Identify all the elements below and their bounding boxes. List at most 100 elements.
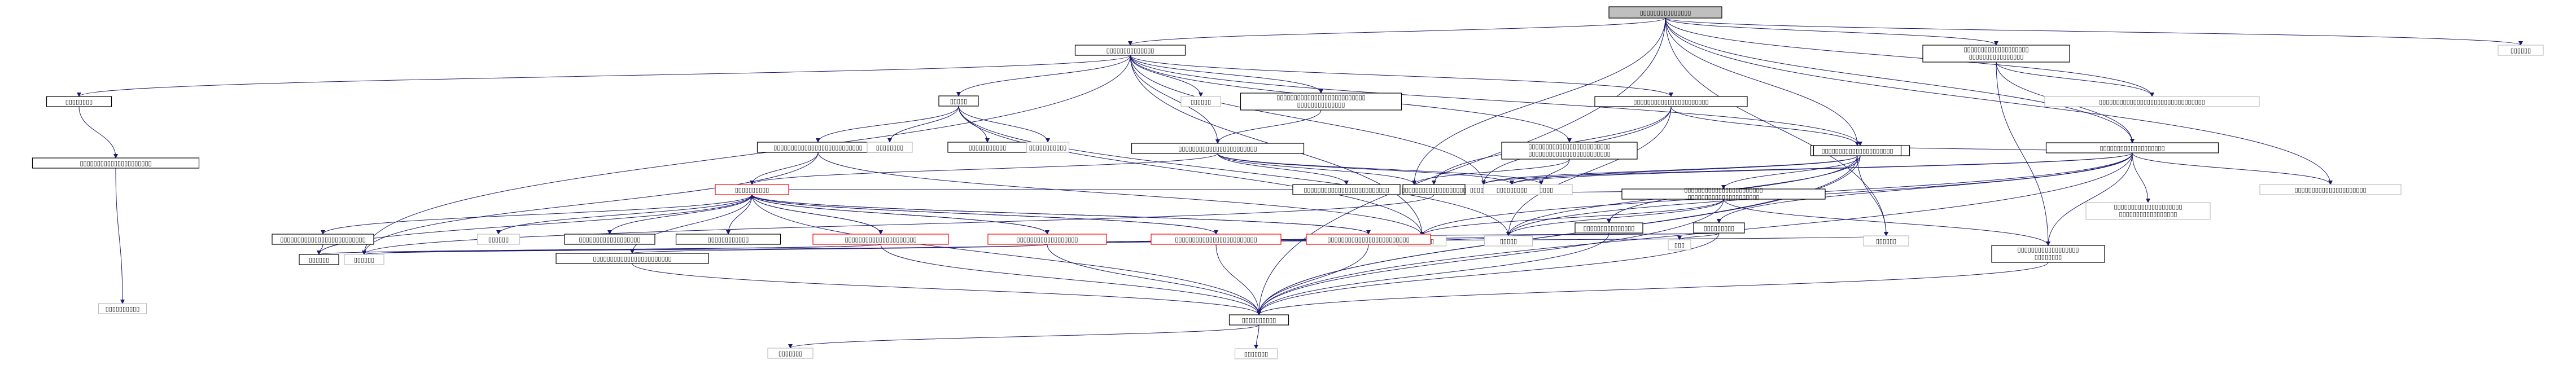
- edge-n36-n26: [1507, 231, 1720, 236]
- edge-n20-n28: [1510, 155, 1858, 185]
- edge-n43-n48: [630, 244, 1048, 254]
- edge-n48-n52: [632, 263, 1261, 315]
- node-box: [1863, 235, 1909, 247]
- graph-node-n9[interactable]: ▯▯▯▯▯▯▯▯▯▯▯▯▯▯▯▯▯▯▯▯▯▯▯▯▯▯▯▯▯▯▯▯▯▯▯▯▯▯▯▯…: [1501, 142, 1638, 160]
- graph-node-n31[interactable]: ▯▯▯▯▯▯▯▯▯▯: [715, 184, 789, 195]
- node-label: ▯▯▯▯▯▯▯▯▯▯▯▯▯▯▯▯▯▯▯▯▯▯▯: [1684, 186, 1762, 194]
- graph-node-n37[interactable]: ▯▯▯: [1668, 239, 1691, 251]
- node-label: ▯▯▯▯▯▯▯▯▯▯▯▯▯▯▯: [1584, 225, 1635, 232]
- edge-n5-n26: [958, 106, 1511, 236]
- graph-node-n38[interactable]: ▯▯▯▯▯▯: [476, 234, 521, 245]
- node-box: [1621, 188, 1826, 200]
- graph-node-n11[interactable]: ▯▯▯▯▯▯▯▯▯▯▯▯▯▯▯▯▯▯▯▯▯▯▯▯▯▯▯▯▯▯▯: [2044, 96, 2260, 107]
- graph-node-n26[interactable]: ▯▯▯▯▯: [1484, 235, 1533, 247]
- edge-n1-n47: [362, 55, 1131, 255]
- graph-node-n44[interactable]: ▯▯▯▯▯▯▯▯▯▯▯▯▯▯▯▯▯▯▯▯▯▯▯▯: [1151, 234, 1282, 245]
- graph-node-n27[interactable]: ▯▯▯▯▯▯▯▯▯▯▯▯▯▯▯▯▯▯▯▯▯: [2259, 184, 2402, 195]
- node-box: [1234, 348, 1278, 359]
- node-box: [675, 234, 781, 245]
- graph-node-n46[interactable]: ▯▯▯▯▯▯: [299, 254, 339, 265]
- graph-node-n14[interactable]: ▯▯▯▯▯▯▯▯▯▯▯▯▯▯▯▯▯▯▯▯▯: [32, 157, 200, 169]
- node-box: [1292, 184, 1401, 195]
- graph-node-n40[interactable]: ▯▯▯▯▯▯▯▯▯▯▯▯: [675, 234, 781, 245]
- graph-node-n33[interactable]: ▯▯▯▯▯▯▯▯▯▯▯▯▯▯▯▯▯▯: [564, 234, 655, 245]
- node-label: ▯▯▯▯▯▯▯▯▯: [1704, 225, 1734, 232]
- graph-node-n13[interactable]: ▯▯▯▯▯▯▯▯▯▯▯▯▯▯▯▯▯▯▯▯▯▯▯: [1131, 143, 1305, 154]
- graph-node-n39[interactable]: ▯▯▯▯▯▯▯▯▯▯▯▯▯▯▯: [1575, 222, 1643, 234]
- node-box: [476, 234, 521, 245]
- node-box: [98, 303, 147, 314]
- graph-node-n5[interactable]: ▯▯▯▯▯: [938, 95, 979, 107]
- graph-node-n24[interactable]: ▯▯▯▯▯▯▯▯▯▯▯▯▯▯▯▯▯▯▯: [1401, 184, 1467, 195]
- edge-n9-n16: [1412, 159, 1570, 185]
- graph-node-n35[interactable]: ▯▯▯▯▯▯▯▯▯▯▯▯▯▯▯▯▯▯▯▯▯▯▯▯▯▯▯▯▯▯▯▯▯▯▯▯▯: [2085, 202, 2211, 220]
- graph-node-n52[interactable]: ▯▯▯▯▯▯▯▯▯▯: [1228, 314, 1289, 326]
- node-label: ▯▯▯▯▯▯▯▯▯▯▯▯▯▯▯▯▯: [2119, 210, 2177, 218]
- node-label: ▯▯▯▯▯▯▯▯▯▯▯▯▯▯▯▯▯▯▯▯▯▯▯▯▯: [280, 236, 365, 243]
- graph-node-n4[interactable]: ▯▯▯▯▯▯▯▯: [46, 96, 112, 107]
- node-label: ▯▯▯▯▯▯▯▯▯▯▯▯▯▯▯▯▯▯▯: [1963, 46, 2028, 53]
- node-box: [2085, 202, 2211, 220]
- node-box: [1608, 6, 1722, 19]
- node-label: ▯▯▯▯▯▯▯▯▯: [1497, 186, 1527, 194]
- node-label: ▯▯▯▯▯▯▯▯▯▯▯▯▯▯▯▯▯▯▯▯▯: [1821, 147, 1893, 155]
- graph-node-n17[interactable]: ▯▯▯▯▯▯▯▯▯▯▯: [947, 142, 1027, 153]
- edge-root-n20: [1665, 17, 1860, 146]
- node-box: [344, 254, 384, 265]
- node-label: ▯▯▯▯▯▯: [1191, 98, 1211, 106]
- graph-node-root[interactable]: ▯▯▯▯▯▯▯▯▯▯▯▯▯▯▯: [1608, 6, 1722, 19]
- node-label: ▯▯▯▯▯▯▯▯▯▯▯▯▯▯▯: [1640, 9, 1691, 16]
- graph-node-n43[interactable]: ▯▯▯▯▯▯▯▯▯▯▯▯▯▯▯▯▯▯: [987, 234, 1107, 245]
- graph-node-n2[interactable]: ▯▯▯▯▯▯▯▯▯▯▯▯▯▯▯▯▯▯▯▯▯▯▯▯▯▯▯▯▯▯▯▯▯▯▯: [1922, 45, 2070, 63]
- graph-node-n32[interactable]: ▯▯▯▯▯▯▯▯▯▯▯▯▯▯▯▯▯▯▯▯▯▯▯▯▯: [272, 234, 374, 245]
- node-box: [1131, 143, 1305, 154]
- graph-node-n6[interactable]: ▯▯▯▯▯▯: [1180, 96, 1221, 107]
- edge-n31-n40: [726, 194, 753, 235]
- node-box: [556, 253, 709, 264]
- node-box: [2498, 45, 2544, 56]
- graph-node-n15[interactable]: ▯▯▯▯▯▯▯▯▯▯▯▯▯▯▯▯▯▯▯▯▯▯▯▯▯▯: [756, 142, 880, 153]
- node-label: ▯▯▯▯▯▯▯▯▯▯▯▯▯▯▯▯▯▯▯: [2100, 144, 2164, 152]
- graph-node-n54[interactable]: ▯▯▯▯▯▯: [1863, 235, 1909, 247]
- graph-node-n22[interactable]: ▯▯▯▯▯▯▯▯▯▯▯▯▯▯▯▯▯▯▯▯▯▯▯▯▯▯▯▯▯▯▯▯▯▯▯▯▯▯▯▯…: [1621, 186, 1826, 201]
- node-label: ▯▯▯▯▯▯▯▯▯▯▯▯▯▯▯▯▯▯▯▯▯▯▯▯▯: [1304, 186, 1389, 194]
- graph-node-n36[interactable]: ▯▯▯▯▯▯▯▯▯: [1693, 222, 1745, 234]
- node-label: ▯▯▯▯▯▯▯▯▯▯: [735, 186, 769, 194]
- graph-node-n21[interactable]: ▯▯▯▯▯▯▯▯▯▯▯▯▯▯▯▯▯▯▯: [2045, 142, 2219, 153]
- node-box: [1813, 145, 1902, 156]
- graph-node-n8[interactable]: ▯▯▯▯▯▯▯▯▯▯▯▯▯▯▯▯▯▯▯▯▯▯: [1594, 96, 1748, 107]
- edge-n13-n31: [750, 153, 1218, 185]
- graph-node-n1[interactable]: ▯▯▯▯▯▯▯▯▯▯▯▯▯▯: [1074, 45, 1186, 56]
- edge-n1-n4: [77, 55, 1131, 97]
- graph-node-n50[interactable]: ▯▯▯▯▯▯▯: [1234, 348, 1278, 359]
- edge-n42-n47: [362, 244, 881, 255]
- edge-n45-n31: [750, 194, 1369, 235]
- edge-root-n52: [1257, 17, 1666, 315]
- graph-node-n18[interactable]: ▯▯▯▯▯▯▯▯: [867, 142, 913, 153]
- graph-node-n30[interactable]: ▯▯▯▯▯▯▯▯▯▯: [98, 303, 147, 314]
- graph-node-n28[interactable]: ▯▯▯▯▯▯▯▯▯: [1483, 184, 1541, 195]
- graph-node-n42[interactable]: ▯▯▯▯▯▯▯▯▯▯▯▯▯▯▯▯▯▯▯▯▯: [812, 234, 949, 245]
- edge-n5-n19: [958, 106, 1050, 143]
- graph-node-n49[interactable]: ▯▯▯▯▯▯▯: [767, 348, 814, 359]
- edge-n1-n6: [1130, 55, 1203, 97]
- graph-node-n34[interactable]: ▯▯▯▯▯▯▯▯▯▯▯▯▯▯▯▯▯▯▯▯▯▯▯▯▯▯: [1991, 245, 2105, 263]
- node-box: [767, 348, 814, 359]
- graph-node-n47[interactable]: ▯▯▯▯▯▯: [344, 254, 384, 265]
- graph-node-n19[interactable]: ▯▯▯▯▯▯▯▯▯▯▯: [1026, 142, 1070, 153]
- edge-n1-n5: [956, 55, 1131, 96]
- graph-node-n48[interactable]: ▯▯▯▯▯▯▯▯▯▯▯▯▯▯▯▯▯▯▯▯▯▯▯: [556, 253, 709, 264]
- node-label: ▯▯▯▯▯▯▯▯▯▯▯▯▯▯▯▯▯▯: [579, 236, 641, 243]
- graph-node-n29[interactable]: ▯▯▯▯▯▯▯▯▯▯▯▯▯▯▯▯▯▯▯▯▯▯▯▯▯: [1292, 184, 1401, 195]
- graph-node-n3[interactable]: ▯▯▯▯▯▯: [2498, 45, 2544, 56]
- graph-node-n7[interactable]: ▯▯▯▯▯▯▯▯▯▯▯▯▯▯▯▯▯▯▯▯▯▯▯▯▯▯▯▯▯▯▯▯▯▯▯▯▯▯▯▯: [1240, 93, 1402, 111]
- graph-node-n45[interactable]: ▯▯▯▯▯▯▯▯▯▯▯▯▯▯▯▯▯▯▯▯▯▯▯▯: [1306, 234, 1431, 245]
- node-label: ▯▯▯▯▯▯▯▯▯▯▯▯▯▯▯▯▯▯▯▯▯▯▯▯: [1327, 236, 1409, 243]
- node-label: ▯▯▯▯▯▯▯▯▯▯▯▯▯▯▯▯▯▯▯▯▯: [845, 236, 916, 243]
- node-label: ▯▯▯▯▯▯: [2511, 47, 2531, 54]
- graph-node-n20[interactable]: ▯▯▯▯▯▯▯▯▯▯▯▯▯▯▯▯▯▯▯▯▯: [1813, 145, 1902, 156]
- edge-n21-n35: [2132, 152, 2150, 203]
- node-label: ▯▯▯▯▯▯▯: [1244, 350, 1268, 358]
- node-box: [1594, 96, 1748, 107]
